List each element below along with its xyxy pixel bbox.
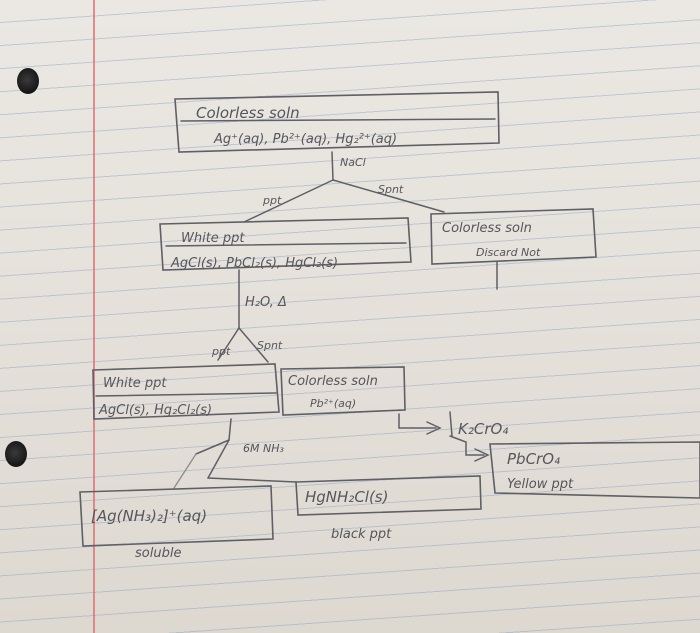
node-ppt2-title: White ppt (103, 376, 167, 391)
node-ppt2-formula: AgCl(s), Hg₂Cl₂(s) (98, 403, 212, 418)
node-ppt2: White ppt AgCl(s), Hg₂Cl₂(s) (92, 363, 280, 420)
reagent-nacl: NaCl (340, 156, 366, 169)
node-agcomplex-caption: soluble (135, 546, 181, 561)
node-hgppt: HgNH₂Cl(s) black ppt (295, 475, 482, 542)
node-agcomplex: [Ag(NH₃)₂]⁺(aq) soluble (79, 485, 274, 561)
node-pbcro4-note: Yellow ppt (507, 477, 574, 492)
margin-line (93, 0, 95, 633)
node-start-title: Colorless soln (196, 104, 300, 122)
edge-label-ppt-1: ppt (262, 194, 282, 207)
split-2: H₂O, Δ ppt Spnt (211, 269, 287, 363)
node-start: Colorless soln Ag⁺(aq), Pb²⁺(aq), Hg₂²⁺(… (174, 91, 500, 153)
split-1: NaCl ppt Spnt (243, 151, 445, 223)
edge-label-ppt-2: ppt (211, 345, 231, 358)
node-ppt1-title: White ppt (181, 231, 245, 246)
node-ppt1-formula: AgCl(s), PbCl₂(s), HgCl₂(s) (170, 256, 338, 271)
node-hgppt-formula: HgNH₂Cl(s) (305, 488, 388, 506)
binder-hole-top (17, 68, 39, 94)
node-hgppt-caption: black ppt (331, 527, 392, 542)
edge-label-spnt-2: Spnt (257, 339, 283, 352)
node-pbcro4: PbCrO₄ Yellow ppt (489, 441, 700, 499)
node-spnt2-ions: Pb²⁺(aq) (310, 397, 356, 410)
reagent-chromate: K₂CrO₄ (458, 420, 508, 438)
node-ppt1: White ppt AgCl(s), PbCl₂(s), HgCl₂(s) (159, 217, 412, 271)
node-spnt1: Colorless soln Discard Not (430, 208, 597, 290)
node-spnt1-note: Discard Not (476, 246, 541, 259)
node-agcomplex-formula: [Ag(NH₃)₂]⁺(aq) (91, 507, 207, 525)
node-spnt2-title: Colorless soln (288, 374, 378, 389)
node-pbcro4-formula: PbCrO₄ (507, 450, 560, 468)
split-chromate: K₂CrO₄ (398, 411, 508, 462)
node-spnt1-title: Colorless soln (442, 221, 532, 236)
binder-hole-bottom (5, 441, 27, 467)
node-start-ions: Ag⁺(aq), Pb²⁺(aq), Hg₂²⁺(aq) (213, 132, 397, 147)
reagent-heat: H₂O, Δ (245, 295, 287, 310)
edge-label-spnt-1: Spnt (378, 183, 404, 196)
reagent-ammonia: 6M NH₃ (243, 442, 284, 455)
node-spnt2: Colorless soln Pb²⁺(aq) (280, 366, 406, 416)
split-3: 6M NH₃ (173, 418, 297, 489)
